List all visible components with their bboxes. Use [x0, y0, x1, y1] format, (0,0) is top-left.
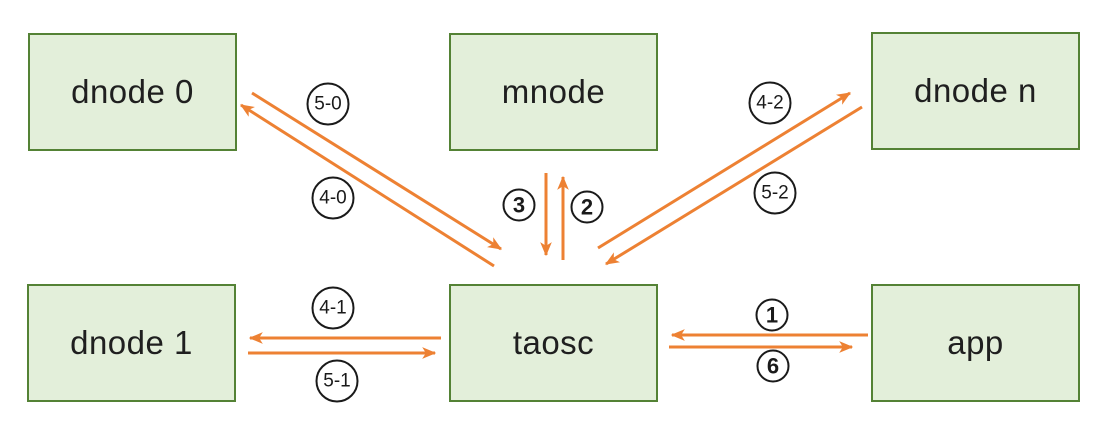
edge-label-6: 6 [756, 349, 790, 383]
node-dnode-1: dnode 1 [27, 284, 236, 402]
arrow-4-2-taosc-to-dnoden [597, 91, 851, 250]
arrow-5-2-dnoden-to-taosc [605, 105, 863, 266]
edge-label-5-0: 5-0 [306, 82, 350, 126]
edge-label-4-0: 4-0 [311, 176, 355, 220]
edge-label-3: 3 [502, 188, 536, 222]
edge-label-5-2: 5-2 [753, 171, 797, 215]
arrow-4-0-taosc-to-dnode0 [240, 103, 495, 268]
edge-label-1: 1 [755, 298, 789, 332]
node-mnode: mnode [449, 33, 658, 151]
edge-label-4-2: 4-2 [748, 81, 792, 125]
node-taosc: taosc [449, 284, 658, 402]
node-dnode-n: dnode n [871, 32, 1080, 150]
edge-label-2: 2 [570, 190, 604, 224]
edge-label-5-1: 5-1 [315, 359, 359, 403]
arrow-5-0-dnode0-to-taosc [251, 91, 502, 251]
node-app: app [871, 284, 1080, 402]
edge-label-4-1: 4-1 [311, 286, 355, 330]
node-dnode-0: dnode 0 [28, 33, 237, 151]
